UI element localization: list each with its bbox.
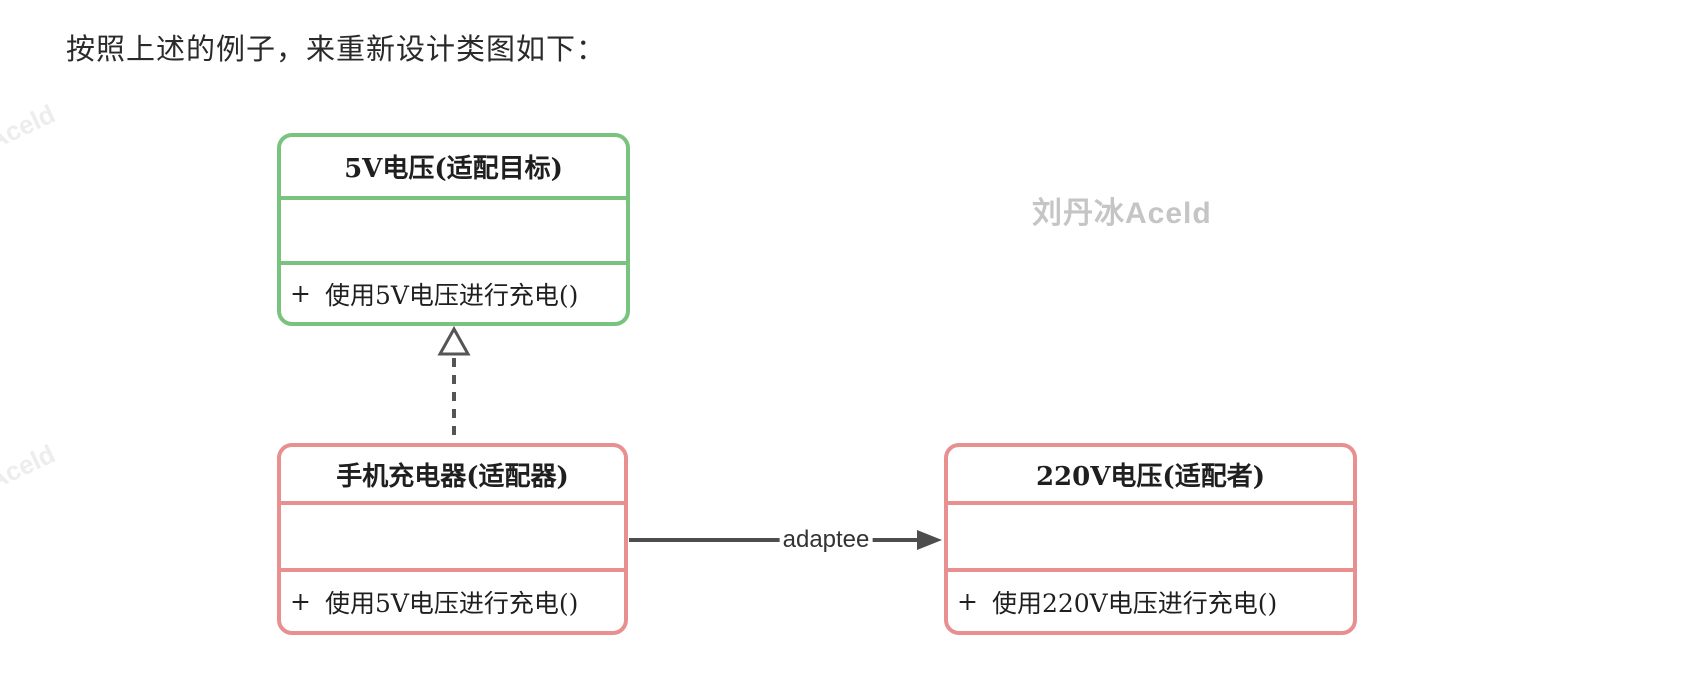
class-title-target: 5V电压(适配目标) — [281, 137, 626, 200]
class-box-target: 5V电压(适配目标) + 使用5V电压进行充电() — [277, 133, 630, 326]
class-title-adapter: 手机充电器(适配器) — [281, 447, 624, 505]
class-attributes-target — [281, 200, 626, 265]
visibility-plus: + — [957, 587, 978, 616]
method-label: 使用220V电压进行充电() — [991, 588, 1278, 618]
class-attributes-adaptee — [948, 505, 1353, 572]
method-label: 使用5V电压进行充电() — [324, 280, 579, 310]
class-box-adaptee: 220V电压(适配者) + 使用220V电压进行充电() — [944, 443, 1357, 635]
page-title: 按照上述的例子，来重新设计类图如下： — [66, 34, 607, 66]
class-attributes-adapter — [281, 505, 624, 572]
visibility-plus: + — [290, 279, 311, 308]
class-box-adapter: 手机充电器(适配器) + 使用5V电压进行充电() — [277, 443, 628, 635]
class-method-target: + 使用5V电压进行充电() — [281, 265, 626, 322]
watermark-corner-bottom: Aceld — [0, 438, 60, 496]
class-method-adaptee: + 使用220V电压进行充电() — [948, 572, 1353, 631]
realization-arrow — [437, 325, 471, 441]
watermark-author: 刘丹冰Aceld — [1032, 197, 1212, 230]
class-method-adapter: + 使用5V电压进行充电() — [281, 572, 624, 631]
association-label: adaptee — [779, 526, 873, 554]
watermark-corner-top: Aceld — [0, 98, 60, 156]
visibility-plus: + — [290, 587, 311, 616]
class-title-adaptee: 220V电压(适配者) — [948, 447, 1353, 505]
method-label: 使用5V电压进行充电() — [324, 588, 579, 618]
